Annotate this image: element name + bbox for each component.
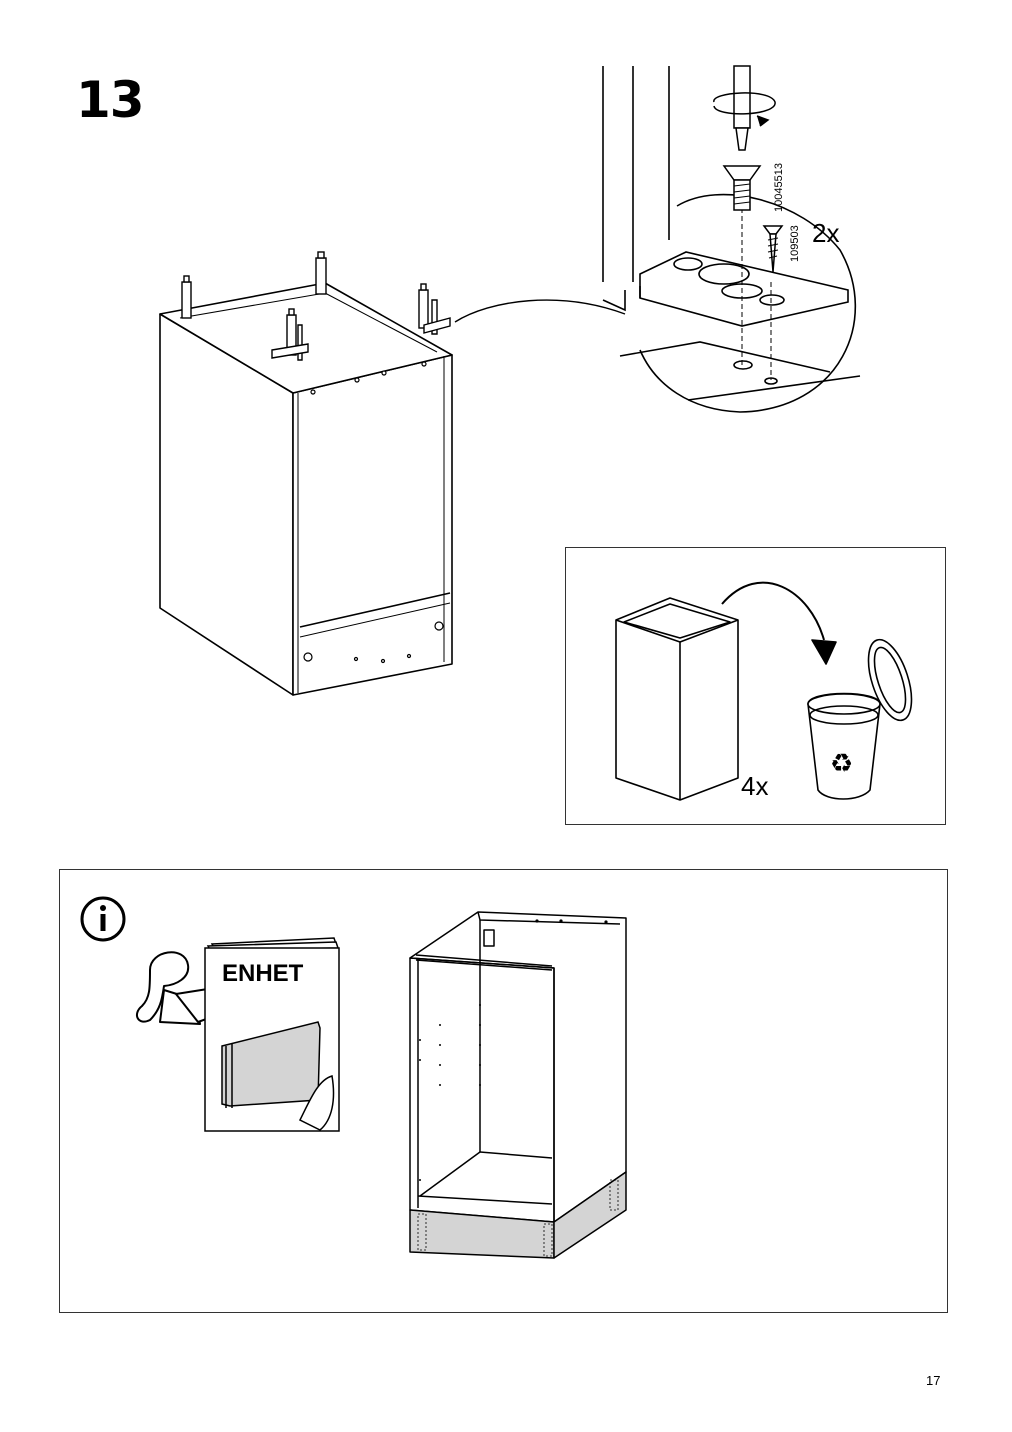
- step-number: 13: [76, 71, 145, 129]
- recycle-quantity: 4x: [741, 771, 768, 801]
- page-number: 17: [926, 1373, 941, 1388]
- recycle-symbol-icon: ♻: [830, 749, 853, 779]
- booklet-title: ENHET: [222, 960, 304, 987]
- part-number-screw-large: 10045513: [773, 163, 785, 212]
- info-icon: [80, 896, 126, 942]
- part-number-screw-small: 109503: [789, 225, 801, 262]
- detail-quantity: 2x: [812, 218, 839, 248]
